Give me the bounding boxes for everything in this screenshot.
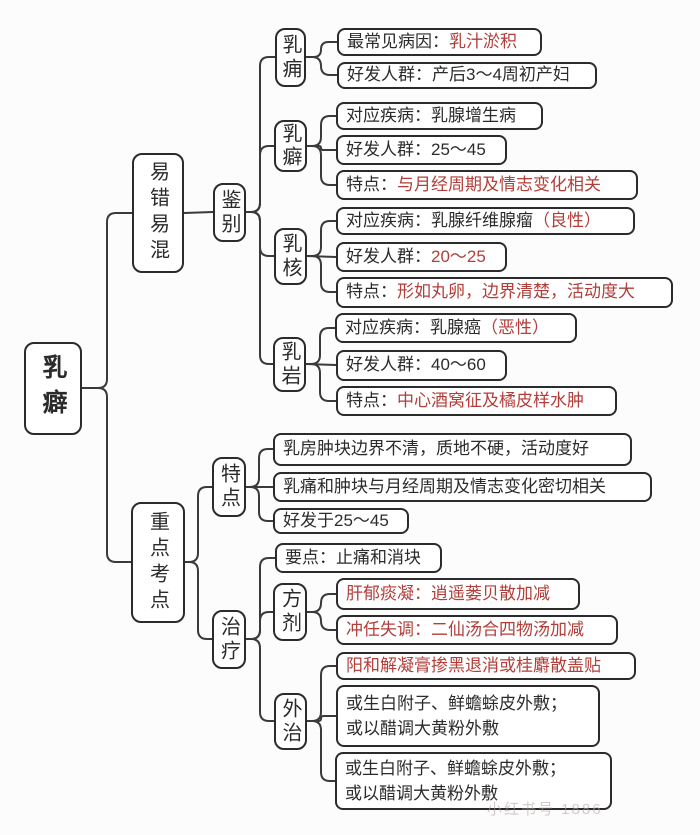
label-text: 对应疾病：乳腺癌 xyxy=(345,317,481,337)
connector xyxy=(184,561,213,640)
label-text: 特点： xyxy=(346,282,397,302)
label-text-line2: 或以醋调大黄粉外敷 xyxy=(345,784,498,803)
highlight-text: 中心酒窝征及橘皮样水肿 xyxy=(397,390,584,410)
node-features-label: 特点 xyxy=(217,463,240,511)
node-treatment: 治疗 xyxy=(212,610,246,669)
node-ru-yong: 乳痈 xyxy=(275,28,306,87)
node-features: 特点 xyxy=(212,457,246,517)
connector xyxy=(306,145,337,151)
leaf-feature-3: 好发于25～45 xyxy=(273,508,409,534)
label-text: 好发人群： xyxy=(346,246,431,266)
connector xyxy=(81,387,132,563)
node-ru-yan: 乳岩 xyxy=(273,337,306,392)
leaf-ruyan-population: 好发人群：40～60 xyxy=(336,350,507,381)
connector xyxy=(306,115,337,147)
leaf-ruhe-disease: 对应疾病：乳腺纤维腺瘤（良性） xyxy=(336,207,635,235)
node-prescriptions: 方剂 xyxy=(273,583,307,641)
node-ru-he: 乳核 xyxy=(274,228,307,285)
connector xyxy=(306,715,337,722)
connector xyxy=(305,41,338,58)
highlight-text: （恶性） xyxy=(481,317,549,337)
connector xyxy=(305,327,336,365)
leaf-rupi-population: 好发人群：25～45 xyxy=(336,135,507,165)
leaf-ruyong-cause: 最常见病因：乳汁淤积 xyxy=(337,28,542,56)
label-text: 对应疾病：乳腺纤维腺瘤 xyxy=(346,210,533,230)
connector xyxy=(306,665,337,722)
node-differentiation-label: 鉴别 xyxy=(218,188,240,237)
label-text-line2: 或以醋调大黄粉外敷 xyxy=(346,719,499,738)
leaf-external-alt2: 或生白附子、鲜蟾蜍皮外敷； 或以醋调大黄粉外敷 xyxy=(335,752,612,810)
node-ru-yan-label: 乳岩 xyxy=(278,340,300,389)
node-ru-he-label: 乳核 xyxy=(279,232,301,281)
connector xyxy=(306,255,337,293)
connector xyxy=(305,363,337,402)
connector xyxy=(306,720,337,782)
label-text: 好发人群：40～60 xyxy=(346,355,486,375)
branch-key-points-label: 重点考点 xyxy=(146,510,169,615)
label-text: 乳痛和肿块与月经周期及情志变化密切相关 xyxy=(283,476,606,496)
connector xyxy=(245,486,274,522)
label-text: 好发人群：25～45 xyxy=(346,139,486,159)
leaf-external-main: 阳和解凝膏掺黑退消或桂麝散盖贴 xyxy=(336,652,636,680)
connector xyxy=(183,211,214,214)
leaf-rupi-feature: 特点：与月经周期及情志变化相关 xyxy=(336,170,638,200)
node-prescriptions-label: 方剂 xyxy=(278,588,301,636)
connector xyxy=(81,212,133,389)
highlight-text: 肝郁痰凝：逍遥蒌贝散加减 xyxy=(346,583,550,603)
branch-confusables-label: 易错易混 xyxy=(146,161,169,265)
highlight-text: （良性） xyxy=(533,210,601,230)
highlight-text: 形如丸卵，边界清楚，活动度大 xyxy=(397,282,635,302)
label-text: 好发人群：产后3～4周初产妇 xyxy=(347,65,570,85)
label-text: 乳房肿块边界不清，质地不硬，活动度好 xyxy=(283,439,589,459)
node-ru-pi: 乳癖 xyxy=(274,120,307,172)
leaf-prescription-1: 肝郁痰凝：逍遥蒌贝散加减 xyxy=(336,578,580,610)
leaf-external-alt1: 或生白附子、鲜蟾蜍皮外敷； 或以醋调大黄粉外敷 xyxy=(336,685,600,747)
node-external: 外治 xyxy=(274,693,307,750)
connector xyxy=(306,145,337,186)
highlight-text: 与月经周期及情志变化相关 xyxy=(397,174,601,194)
leaf-ruyan-feature: 特点：中心酒窝征及橘皮样水肿 xyxy=(336,386,617,416)
connector xyxy=(306,220,337,257)
watermark: 小红书号 1886 xyxy=(487,801,603,818)
highlight-text: 乳汁淤积 xyxy=(449,31,517,51)
highlight-text: 冲任失调：二仙汤合四物汤加减 xyxy=(346,619,584,639)
label-text: 好发于25～45 xyxy=(283,510,389,530)
node-external-label: 外治 xyxy=(279,697,301,746)
connector xyxy=(245,448,274,488)
leaf-feature-2: 乳痛和肿块与月经周期及情志变化密切相关 xyxy=(273,472,652,502)
highlight-text: 阳和解凝膏掺黑退消或桂麝散盖贴 xyxy=(346,655,601,675)
label-text: 要点：止痛和消块 xyxy=(285,547,421,567)
label-text-line1: 或生白附子、鲜蟾蜍皮外敷； xyxy=(345,759,566,778)
connector xyxy=(245,145,275,213)
root-label: 乳癖 xyxy=(39,353,67,424)
connector xyxy=(184,486,213,563)
highlight-text: 20～25 xyxy=(431,246,486,266)
node-differentiation: 鉴别 xyxy=(213,183,246,242)
root-node: 乳癖 xyxy=(24,342,82,435)
connector xyxy=(306,611,337,631)
label-text-line1: 或生白附子、鲜蟾蜍皮外敷； xyxy=(346,694,567,713)
branch-key-points: 重点考点 xyxy=(131,502,185,623)
leaf-prescription-2: 冲任失调：二仙汤合四物汤加减 xyxy=(336,615,618,645)
leaf-ruyan-disease: 对应疾病：乳腺癌（恶性） xyxy=(335,313,577,343)
connector xyxy=(245,638,275,722)
leaf-ruhe-feature: 特点：形如丸卵，边界清楚，活动度大 xyxy=(336,277,673,308)
connector xyxy=(305,56,338,76)
label-text: 最常见病因： xyxy=(347,31,449,51)
connector xyxy=(245,211,274,365)
label-text: 对应疾病：乳腺增生病 xyxy=(346,105,516,125)
node-treatment-label: 治疗 xyxy=(217,615,240,664)
label-text: 特点： xyxy=(346,174,397,194)
leaf-ruhe-population: 好发人群：20～25 xyxy=(336,242,507,272)
leaf-rupi-disease: 对应疾病：乳腺增生病 xyxy=(336,102,543,130)
branch-confusables: 易错易混 xyxy=(132,153,184,273)
connector xyxy=(306,593,337,613)
node-ru-pi-label: 乳癖 xyxy=(279,123,301,169)
leaf-feature-1: 乳房肿块边界不清，质地不硬，活动度好 xyxy=(273,433,632,466)
label-text: 特点： xyxy=(346,390,397,410)
leaf-ruyong-population: 好发人群：产后3～4周初产妇 xyxy=(337,62,597,89)
node-ru-yong-label: 乳痈 xyxy=(279,33,301,82)
leaf-treatment-essential: 要点：止痛和消块 xyxy=(275,543,442,573)
